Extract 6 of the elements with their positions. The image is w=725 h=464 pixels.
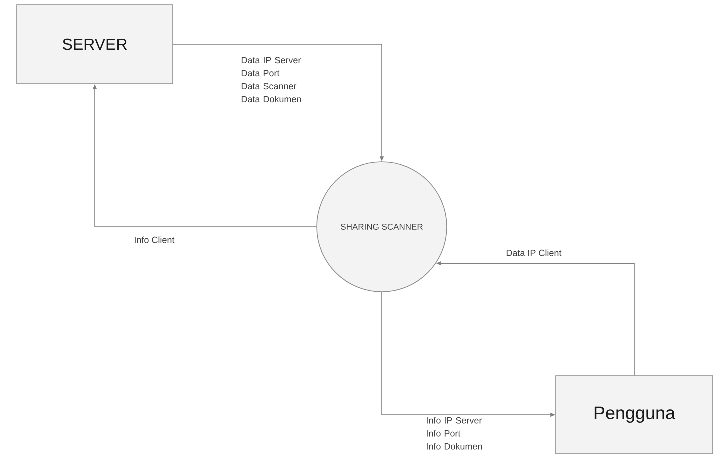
entity-box: Pengguna (556, 376, 714, 454)
edge-label: Data IP Server Data Port Data Scanner Data Dokumen (242, 57, 302, 103)
entity-box: SERVER (16, 4, 174, 84)
edge-label: Info Client (135, 236, 175, 244)
edge-label: Data IP Client (506, 250, 562, 256)
edge-label: Info IP Server Info Port Info Dokumen (427, 417, 482, 450)
